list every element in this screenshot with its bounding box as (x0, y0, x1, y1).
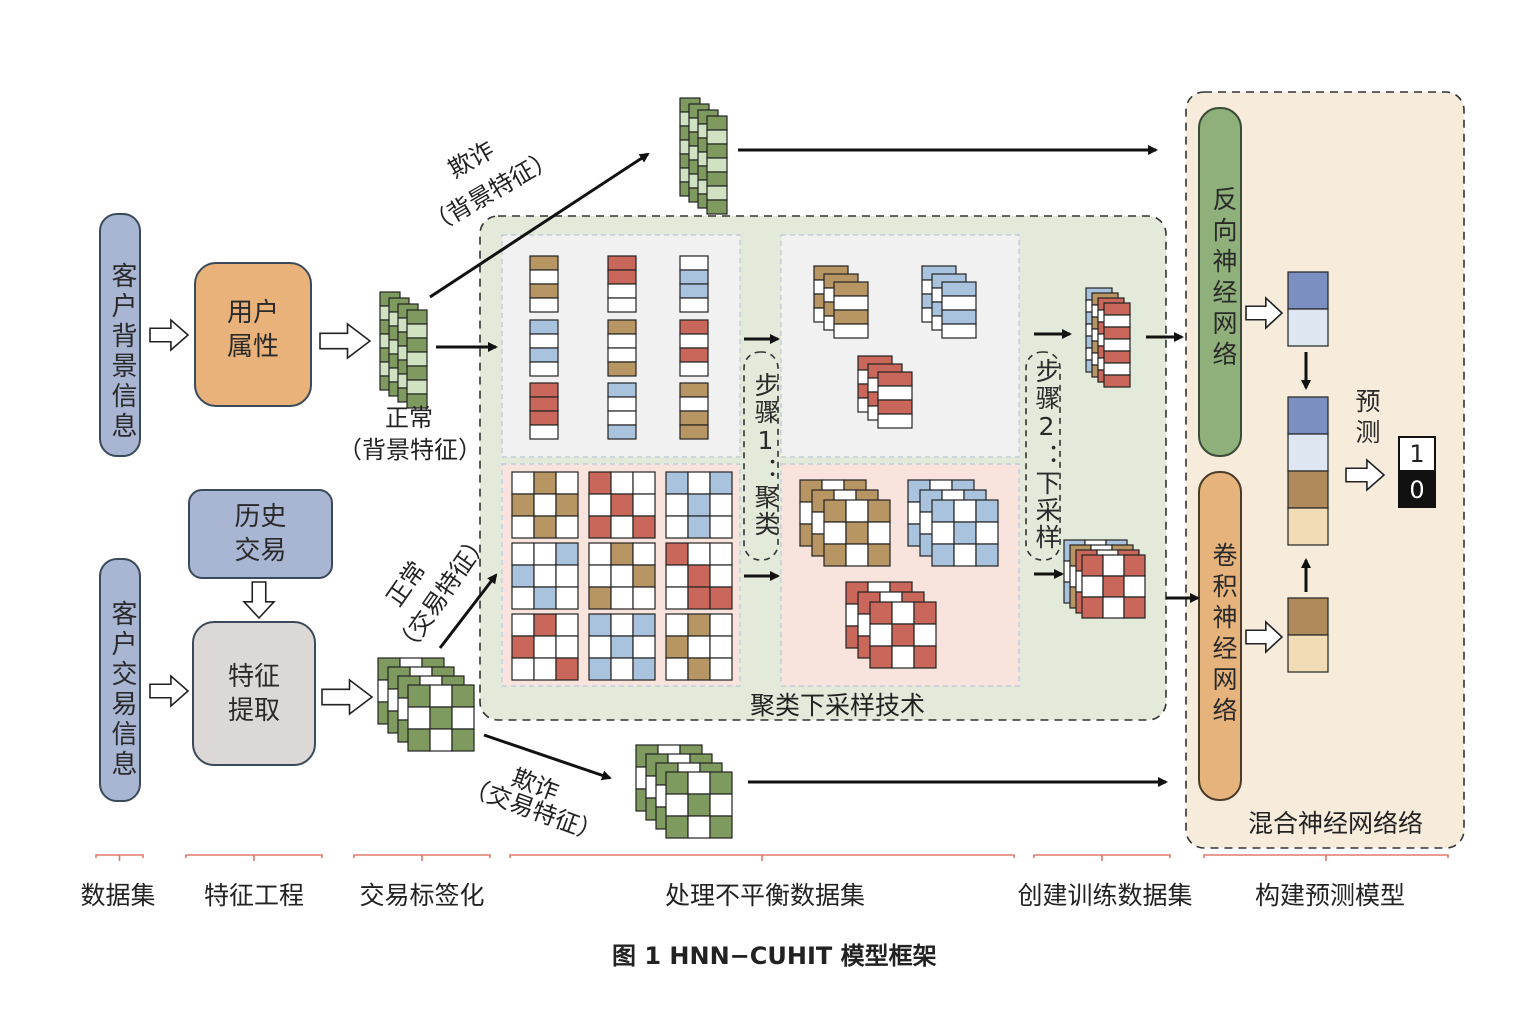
stage-bracket-2 (353, 854, 491, 861)
cluster-grid-2 (665, 471, 733, 539)
arrow-user-attr-to-features (319, 322, 372, 360)
user-attribute-box (194, 262, 312, 407)
bp-network-pill (1198, 107, 1242, 457)
history-transaction-box (188, 489, 333, 579)
feature-extract-label: 特征 提取 (227, 662, 280, 726)
arrow-dataset-to-extract (149, 674, 190, 708)
stage-bracket-5 (1203, 854, 1449, 861)
arrow-bp-to-vector (1245, 296, 1284, 330)
output-zero-cell: 0 (1398, 472, 1436, 508)
step1-label: 步骤1：聚类 (751, 372, 780, 538)
dataset-background-pill (99, 213, 141, 457)
fraud-background-feature-stack (679, 97, 728, 215)
cluster-grid-4 (588, 542, 656, 610)
step2-pill (1025, 351, 1061, 561)
cluster-column-4 (607, 319, 637, 377)
stage-prediction-model: 构建预测模型 (1254, 881, 1405, 910)
figure-caption: 图 1 HNN−CUHIT 模型框架 (612, 942, 937, 970)
cnn-network-pill (1198, 471, 1242, 801)
stage-bracket-3 (509, 854, 1015, 861)
cluster-grid-5 (665, 542, 733, 610)
arrow-normal-transaction (438, 573, 498, 649)
stage-feature-engineering: 特征工程 (203, 881, 304, 910)
cluster-column-7 (607, 382, 637, 440)
downsampled-red-stack (857, 355, 913, 429)
cluster-grid-6 (511, 613, 579, 681)
fraud-transaction-grid-stack (635, 744, 733, 839)
stage-bracket-0 (95, 854, 144, 861)
cluster-downsampling-title: 聚类下采样技术 (750, 691, 926, 720)
normal-background-feature-stack (379, 291, 428, 409)
feature-extract-box (192, 621, 316, 766)
cluster-grid-8 (665, 613, 733, 681)
cluster-column-5 (679, 319, 709, 377)
user-attribute-label: 用户 属性 (226, 298, 279, 362)
cnn-network-label: 卷积神经网络 (1209, 542, 1238, 728)
downsampled-blue-stack (921, 265, 977, 339)
cluster-column-6 (529, 382, 559, 440)
arrow-cnn-to-vector (1245, 620, 1284, 654)
cluster-column-1 (607, 255, 637, 313)
dataset-transaction-label: 客户交易信息 (107, 600, 137, 780)
cluster-column-3 (529, 319, 559, 377)
normal-background-label-2: （背景特征） (338, 436, 482, 464)
training-background-stack (1085, 287, 1131, 388)
dataset-background-label: 客户背景信息 (107, 262, 137, 442)
stage-training-set: 创建训练数据集 (1017, 881, 1193, 910)
bp-output-vector (1287, 271, 1329, 347)
arrow-predict-to-output (1345, 458, 1386, 492)
hybrid-network-title: 混合神经网络络 (1248, 809, 1424, 838)
cluster-column-8 (679, 382, 709, 440)
downsampled-brown-grid-stack (799, 479, 891, 567)
arrow-history-to-extract (242, 581, 276, 620)
stage-bracket-1 (185, 854, 323, 861)
merged-feature-vector (1287, 396, 1329, 546)
arrow-fraud-transaction (483, 733, 612, 781)
arrow-extract-to-grids (321, 678, 374, 716)
stage-dataset: 数据集 (80, 881, 156, 910)
step1-pill (743, 351, 779, 561)
cluster-grid-3 (511, 542, 579, 610)
bp-network-label: 反向神经网络 (1209, 186, 1238, 372)
history-transaction-label: 历史 交易 (234, 502, 287, 566)
cluster-grid-1 (588, 471, 656, 539)
downsampled-red-grid-stack (845, 581, 937, 669)
downsampled-brown-stack (813, 265, 869, 339)
arrow-fraud-background (429, 152, 650, 299)
stage-imbalance: 处理不平衡数据集 (664, 881, 865, 910)
cluster-column-2 (679, 255, 709, 313)
dataset-transaction-pill (99, 558, 141, 802)
downsampled-blue-grid-stack (907, 479, 999, 567)
cluster-column-0 (529, 255, 559, 313)
output-one-cell: 1 (1398, 436, 1436, 472)
cnn-output-vector (1287, 597, 1329, 673)
arrow-dataset-to-user-attr (149, 318, 190, 352)
training-transaction-stack (1063, 539, 1146, 619)
stage-labeling: 交易标签化 (359, 881, 485, 910)
stage-bracket-4 (1033, 854, 1171, 861)
normal-transaction-grid-stack (377, 657, 475, 752)
normal-background-label-1: 正常 (385, 404, 433, 432)
cluster-grid-7 (588, 613, 656, 681)
predict-label: 预测 (1352, 388, 1381, 450)
cluster-grid-0 (511, 471, 579, 539)
step2-label: 步骤2：下采样 (1032, 358, 1061, 551)
